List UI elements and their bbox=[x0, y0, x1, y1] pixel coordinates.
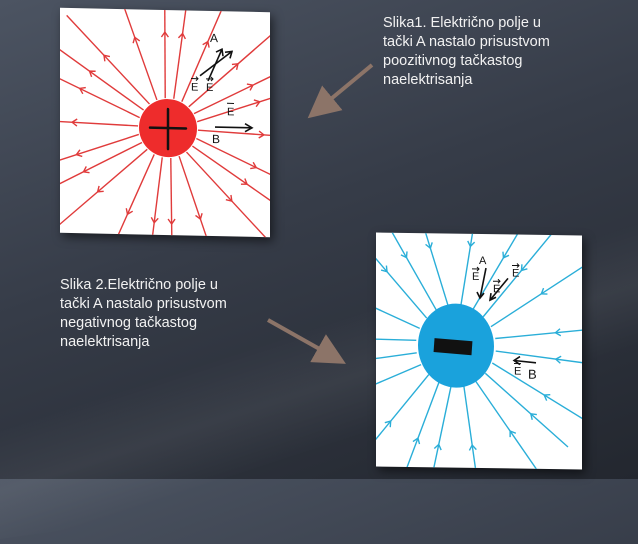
vector-e-label-1: E bbox=[191, 82, 198, 94]
field-line bbox=[117, 8, 157, 100]
field-vector-b bbox=[514, 356, 536, 364]
field-line bbox=[186, 152, 268, 237]
field-line bbox=[495, 326, 582, 340]
field-line bbox=[148, 157, 163, 237]
point-a-label: A bbox=[479, 255, 487, 267]
field-line bbox=[376, 374, 429, 460]
pointer-arrow-1 bbox=[320, 65, 372, 108]
field-line bbox=[382, 233, 437, 311]
field-line bbox=[179, 156, 218, 237]
field-line bbox=[464, 385, 479, 469]
vector-e-label-1: E bbox=[472, 271, 479, 283]
field-line bbox=[429, 385, 452, 469]
field-line bbox=[165, 8, 166, 98]
field-line bbox=[475, 381, 538, 470]
figure2-diagram: − A E E E E B bbox=[376, 233, 582, 470]
vector-e-label-2: E bbox=[512, 267, 519, 279]
caption-2-line: tački A nastalo prisustvom bbox=[60, 295, 227, 314]
caption-2: Slika 2.Električno polje u tački A nasta… bbox=[60, 276, 227, 352]
field-line bbox=[171, 158, 173, 237]
point-a-label: A bbox=[210, 31, 218, 45]
figure1-diagram: + A E E E B bbox=[60, 8, 270, 237]
field-line bbox=[376, 363, 421, 409]
field-line bbox=[67, 15, 150, 104]
caption-2-line: naelektrisanja bbox=[60, 333, 227, 352]
caption-1-line: poozitivnog tačkastog bbox=[383, 52, 550, 71]
caption-2-line: Slika 2.Električno polje u bbox=[60, 276, 227, 295]
caption-1-line: tački A nastalo prisustvom bbox=[383, 33, 550, 52]
caption-1-line: Slika1. Električno polje u bbox=[383, 14, 550, 33]
caption-2-line: negativnog tačkastog bbox=[60, 314, 227, 333]
field-line bbox=[491, 266, 582, 328]
point-b-label: B bbox=[212, 132, 220, 146]
figure1-panel: + A E E E B bbox=[60, 8, 270, 237]
field-line bbox=[376, 282, 420, 328]
point-b-label: B bbox=[528, 367, 537, 382]
field-line bbox=[376, 337, 416, 340]
field-line bbox=[60, 65, 140, 118]
field-line bbox=[376, 351, 417, 369]
field-line bbox=[376, 234, 427, 318]
field-line bbox=[192, 146, 270, 215]
field-line bbox=[196, 139, 270, 192]
field-line bbox=[60, 147, 147, 228]
figure2-panel: − A E E E E B bbox=[376, 233, 582, 470]
vector-e-label-3: E bbox=[227, 106, 234, 118]
caption-1: Slika1. Električno polje u tački A nasta… bbox=[383, 14, 550, 90]
field-vector-a bbox=[200, 49, 232, 82]
field-line bbox=[106, 153, 155, 237]
vector-e-label-2: E bbox=[206, 82, 213, 94]
slide: + A E E E B bbox=[0, 0, 638, 479]
caption-1-line: naelektrisanja bbox=[383, 71, 550, 90]
field-line bbox=[401, 381, 440, 469]
field-line bbox=[174, 8, 190, 99]
vector-e-label-4: E bbox=[514, 365, 521, 377]
field-line bbox=[496, 351, 582, 366]
